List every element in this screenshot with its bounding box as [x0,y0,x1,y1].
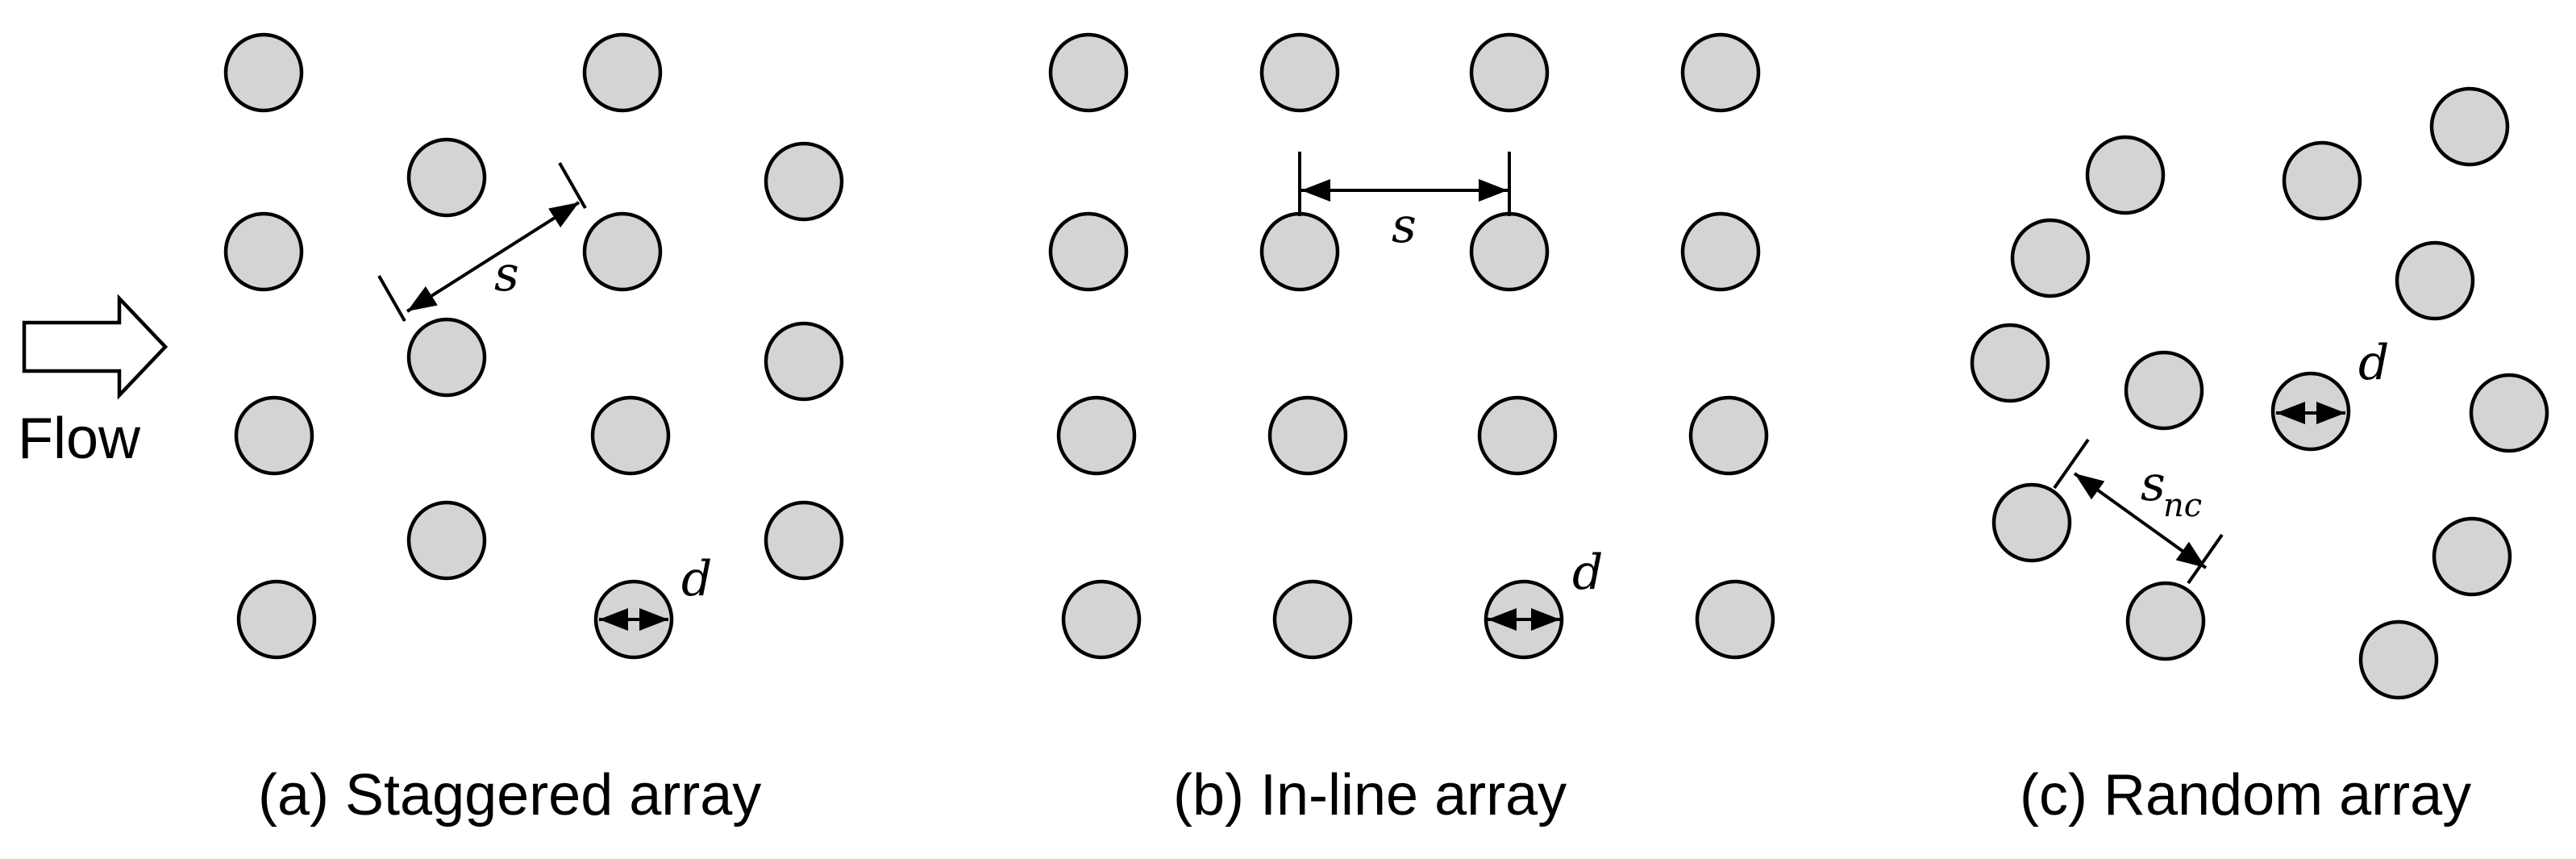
caption-staggered: (a) Staggered array [258,763,761,828]
flow-arrow-icon [22,294,169,400]
staggered-cylinders [223,32,844,660]
cylinder [1477,395,1558,476]
flow-label: Flow [18,407,141,471]
cylinder [764,500,844,581]
cylinder [1061,579,1142,660]
cylinder [764,141,844,222]
cylinder [2282,140,2362,221]
cylinder [2432,516,2512,597]
cylinder [1048,32,1129,113]
diameter-label: d [2358,335,2389,391]
panel-staggered: s d (a) Staggered array [223,32,844,828]
cylinder [2125,581,2206,661]
cylinder [1259,211,1340,292]
cylinder [1469,211,1550,292]
cylinder [2358,619,2439,700]
spacing-label: s [1392,198,1417,254]
inline-cylinders [1048,32,1775,660]
cylinder [236,579,317,660]
flow-indicator: Flow [18,294,169,471]
cylinder [1272,579,1353,660]
dimension-tick [2053,438,2090,490]
random-diameter-dimension: d [2276,335,2389,424]
random-spacing-dimension: s nc [2053,438,2224,585]
diameter-label: d [681,551,712,607]
caption-random: (c) Random array [2020,763,2471,828]
spacing-subscript: nc [2163,487,2202,524]
cylinder [2124,350,2204,431]
cylinder [2469,373,2549,453]
cylinder [1259,32,1340,113]
spacing-label: s [494,246,519,302]
cylinder [2085,135,2166,215]
cylinder [406,500,487,581]
cylinder [1680,211,1761,292]
caption-inline: (b) In-line array [1173,763,1567,828]
cylinder [1991,482,2072,563]
spacing-arrow [2073,472,2208,569]
cylinder [1469,32,1550,113]
panel-random: s nc d (c) Random array [1970,86,2549,828]
cylinder [764,321,844,402]
cylinder [590,395,671,476]
cylinder [582,211,663,292]
inline-spacing-dimension: s [1298,152,1511,254]
cylinder [406,137,487,218]
cylinder [1056,395,1137,476]
cylinder [234,395,314,476]
cylinder [582,32,663,113]
spacing-arrow [406,201,581,313]
panel-inline: s d (b) In-line array [1048,32,1775,828]
cylinder [1048,211,1129,292]
cylinder [1680,32,1761,113]
cylinder [1970,323,2050,403]
staggered-spacing-dimension: s [377,162,587,322]
random-cylinders [1970,86,2549,700]
inline-diameter-dimension: d [1488,544,1603,631]
cylinder [223,211,304,292]
spacing-label: s [2141,456,2166,512]
cylinder [2010,218,2091,298]
cylinder [2395,240,2475,321]
cylinder [223,32,304,113]
dimension-tick [377,275,406,322]
staggered-diameter-dimension: d [599,551,712,631]
diameter-label: d [1572,544,1603,601]
cylinder [2429,86,2510,167]
cylinder [406,317,487,398]
cylinder [1688,395,1769,476]
dimension-tick [558,162,587,209]
cylinder [1267,395,1348,476]
cylinder [1695,579,1775,660]
